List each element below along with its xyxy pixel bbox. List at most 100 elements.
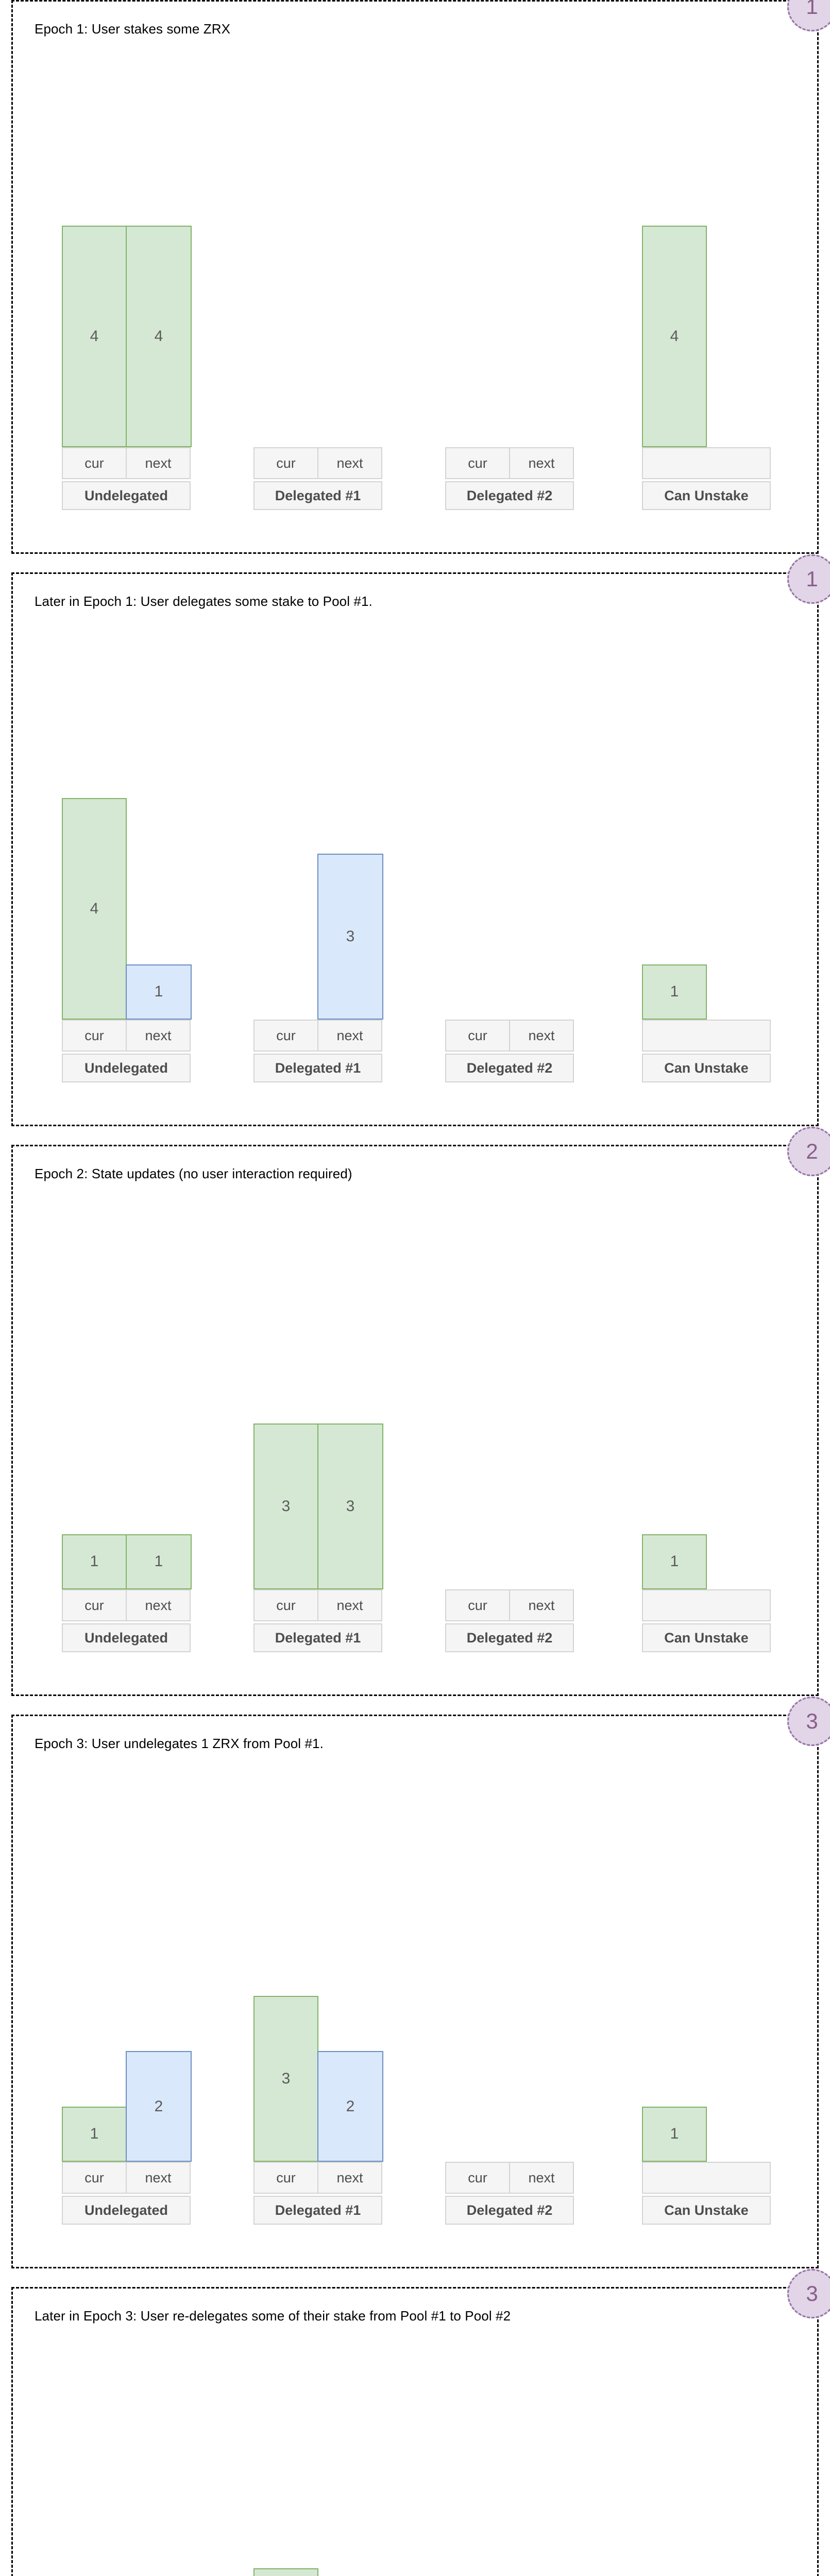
bar-slot (510, 1940, 575, 2162)
header-cell-blank (642, 2162, 771, 2194)
cur-next-header-row (642, 447, 771, 479)
header-cell-cur: cur (253, 1020, 318, 1052)
bar-slot: 1 (642, 2513, 707, 2576)
header-cell-cur: cur (62, 447, 127, 479)
bar-value-label: 1 (90, 2125, 99, 2143)
bar-green: 1 (126, 1534, 192, 1589)
header-cell-next: next (509, 2162, 574, 2194)
bar-value-label: 2 (346, 2097, 355, 2115)
bar-green: 1 (62, 1534, 127, 1589)
bar-green: 4 (62, 798, 127, 1020)
epoch-badge: 2 (787, 1127, 830, 1176)
bar-value-label: 3 (281, 2070, 291, 2087)
group-name-label: Delegated #1 (253, 1054, 382, 1082)
group-name-row: Delegated #1 (253, 2196, 383, 2225)
group-name-row: Delegated #2 (445, 481, 575, 510)
bar-value-label: 1 (670, 2125, 679, 2143)
group-name-row: Undelegated (62, 2196, 192, 2225)
bars: 1 (642, 798, 771, 1020)
bars: 1 (642, 1368, 771, 1589)
panel-title: Later in Epoch 1: User delegates some st… (35, 594, 372, 609)
epoch-panel: 1 Later in Epoch 1: User delegates some s… (11, 554, 830, 1126)
bar-value-label: 1 (154, 983, 163, 1001)
bars (445, 1368, 575, 1589)
bar-slot: 1 (62, 1940, 127, 2162)
cur-next-header-row (642, 1589, 771, 1621)
bar-value-label: 4 (90, 328, 99, 345)
bar-slot: 1 (642, 1940, 707, 2162)
header-cell-cur: cur (445, 447, 510, 479)
header-cell-next: next (126, 1020, 191, 1052)
group-name-label: Can Unstake (642, 1623, 771, 1652)
header-cell-next: next (317, 447, 382, 479)
bar-slot: 1 (126, 798, 192, 1020)
header-cell-cur: cur (445, 1589, 510, 1621)
group-name-label: Can Unstake (642, 2196, 771, 2225)
bar-value-label: 1 (670, 1553, 679, 1570)
bars: 1 (642, 1940, 771, 2162)
group-name-label: Can Unstake (642, 481, 771, 510)
group-name-label: Delegated #1 (253, 481, 382, 510)
group-name-label: Delegated #2 (445, 1623, 574, 1652)
bar-slot: 3 (253, 2513, 318, 2576)
bar-slot: 1 (126, 1368, 192, 1589)
bar-green: 1 (642, 1534, 707, 1589)
bar-value-label: 4 (90, 900, 99, 917)
bar-value-label: 4 (154, 328, 163, 345)
bar-value-label: 3 (346, 1497, 355, 1515)
bars (445, 226, 575, 447)
bars: 4 (642, 226, 771, 447)
group-name-row: Can Unstake (642, 1054, 771, 1082)
bar-slot: 1 (318, 2513, 383, 2576)
bar-value-label: 1 (154, 1553, 163, 1570)
bars: 3 (253, 798, 383, 1020)
bars (445, 1940, 575, 2162)
bar-value-label: 4 (670, 328, 679, 345)
bars (445, 798, 575, 1020)
bar-slot: 4 (62, 798, 127, 1020)
group-name-row: Can Unstake (642, 481, 771, 510)
group-name-row: Can Unstake (642, 2196, 771, 2225)
bar-slot: 2 (126, 1940, 192, 2162)
bar-slot (510, 1368, 575, 1589)
bar-green: 1 (62, 2106, 127, 2162)
header-cell-next: next (509, 447, 574, 479)
bar-group-delegated-1: 31curnextDelegated #1 (253, 2513, 383, 2576)
header-cell-cur: cur (62, 1020, 127, 1052)
bar-slot (445, 226, 510, 447)
header-cell-cur: cur (445, 1020, 510, 1052)
cur-next-header-row (642, 2162, 771, 2194)
header-cell-next: next (317, 1589, 382, 1621)
header-cell-cur: cur (62, 1589, 127, 1621)
header-cell-blank (642, 1589, 771, 1621)
bar-blue: 3 (317, 853, 383, 1020)
bar-value-label: 3 (281, 1497, 291, 1515)
bar-value-label: 3 (346, 927, 355, 945)
header-cell-cur: cur (445, 2162, 510, 2194)
bar-blue: 2 (126, 2051, 192, 2162)
